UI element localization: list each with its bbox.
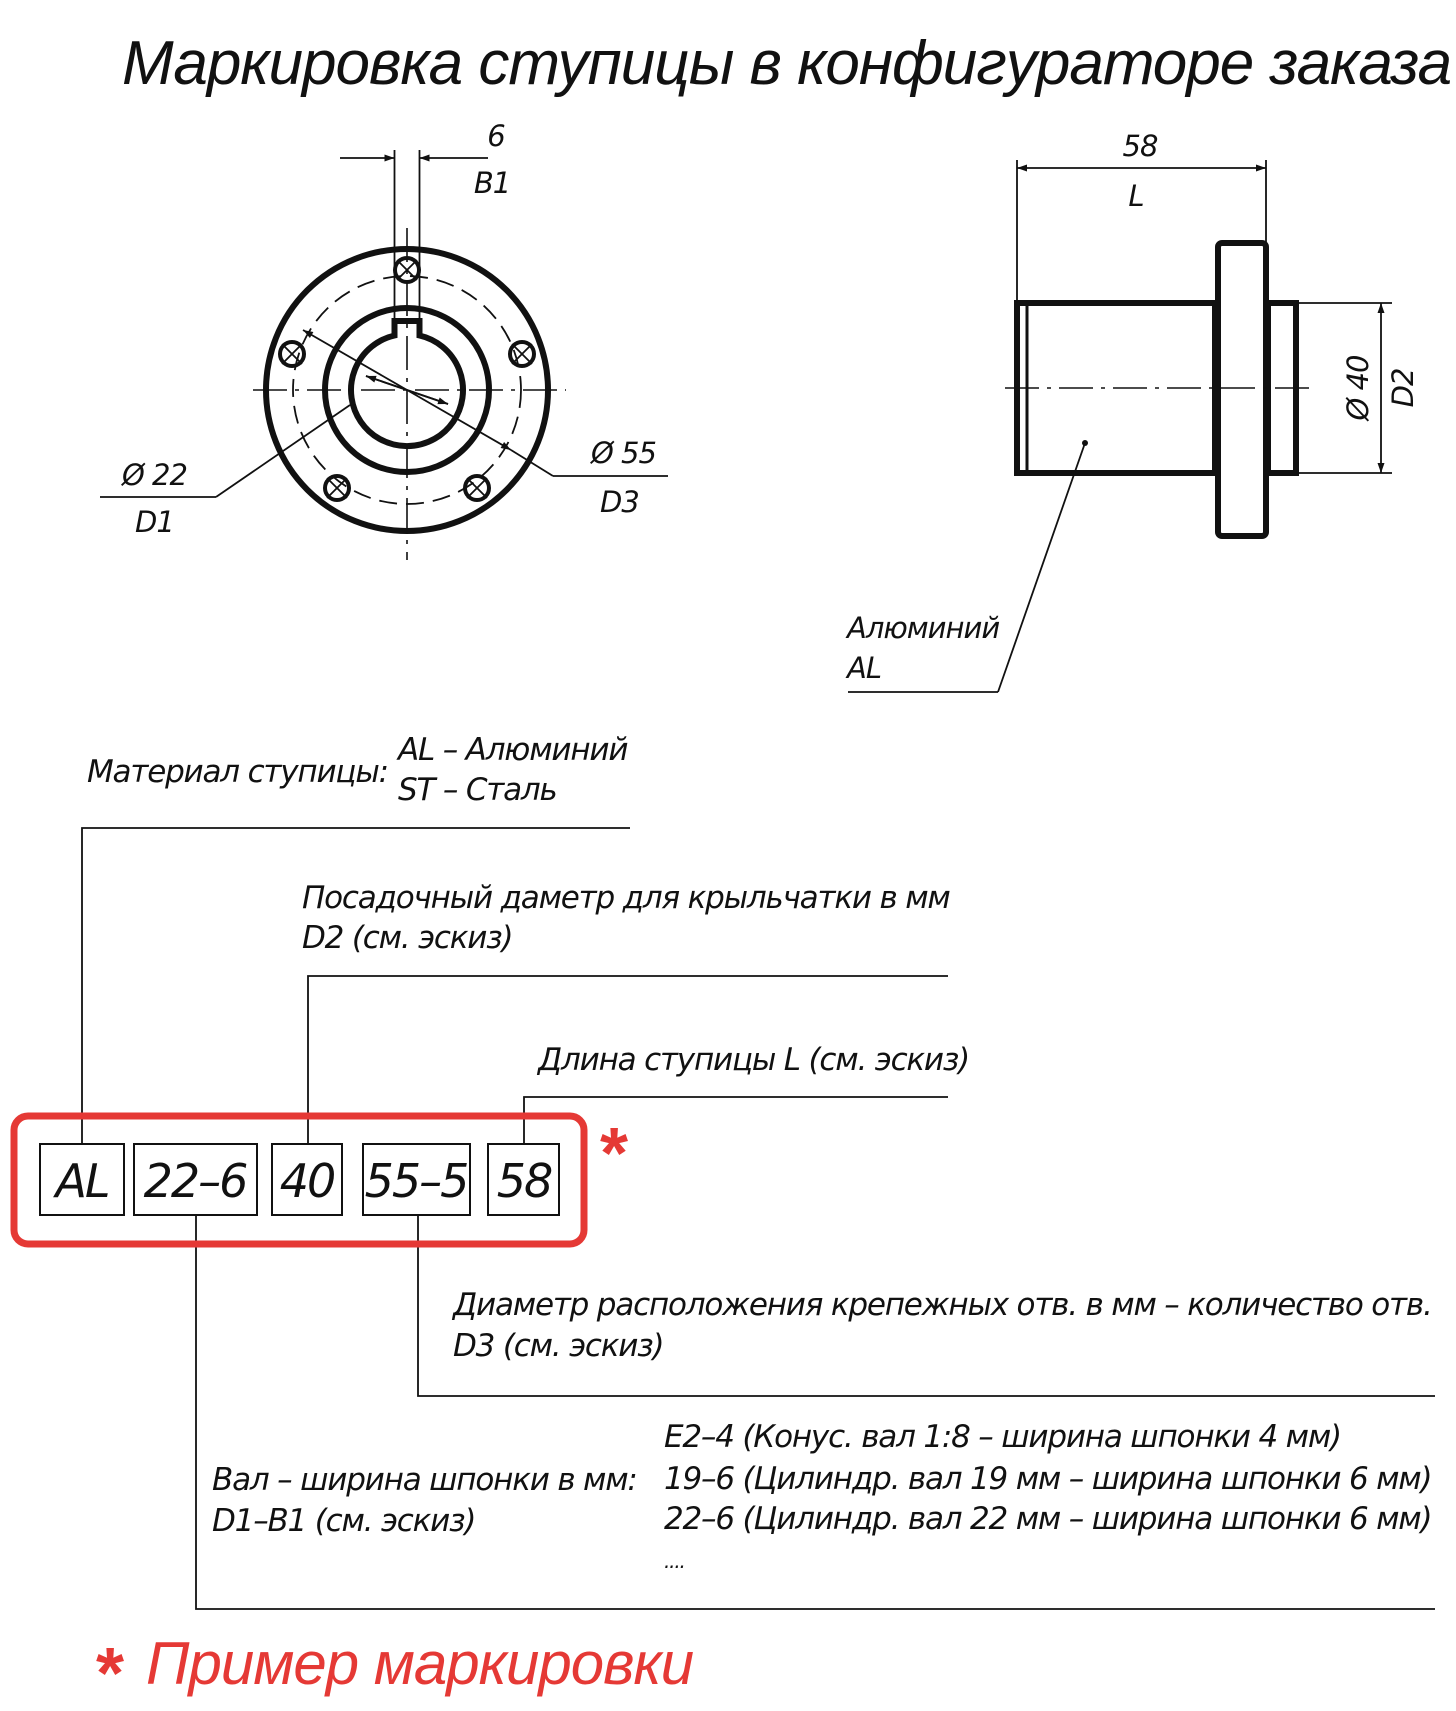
callout-lines xyxy=(81,827,1435,1610)
footnote: * Пример маркировки xyxy=(96,1630,695,1711)
d2-value: Ø 40 xyxy=(1341,356,1375,422)
mount-hole xyxy=(323,474,351,502)
mount-hole xyxy=(463,474,491,502)
shaft-callout-sublabel: D1–B1 (см. эскиз) xyxy=(212,1503,475,1539)
code-asterisk: * xyxy=(600,1114,628,1194)
length-callout: Длина ступицы L (см. эскиз) xyxy=(536,1042,969,1078)
d3-label: D3 xyxy=(600,485,639,519)
footnote-asterisk: * xyxy=(96,1634,124,1711)
callout-texts: Материал ступицы: AL – Алюминий ST – Ста… xyxy=(87,732,1433,1573)
side-view: 58 L Ø 40 D2 Алюминий AL xyxy=(845,129,1420,693)
marking-code: AL 22–6 40 55–5 58 * xyxy=(10,1112,628,1248)
d1-label: D1 xyxy=(135,505,174,539)
code-segment-shaft xyxy=(133,1143,258,1216)
b1-label: B1 xyxy=(474,166,510,200)
shaft-example: 22–6 (Цилиндр. вал 22 мм – ширина шпонки… xyxy=(664,1501,1431,1537)
material-line1: Алюминий xyxy=(845,611,999,645)
shaft-example: 19–6 (Цилиндр. вал 19 мм – ширина шпонки… xyxy=(664,1461,1431,1497)
l-value: 58 xyxy=(1123,129,1158,163)
code-segment-d2 xyxy=(271,1143,343,1216)
code-segment-d3 xyxy=(362,1143,471,1216)
mount-hole xyxy=(508,340,536,368)
material-callout-label: Материал ступицы: xyxy=(87,754,388,790)
d3-callout-line1: Диаметр расположения крепежных отв. в мм… xyxy=(451,1287,1432,1323)
code-segment-text: AL xyxy=(52,1154,108,1208)
code-segment-material xyxy=(39,1143,125,1216)
keyed-bore xyxy=(348,318,466,450)
code-segment-text: 58 xyxy=(497,1154,552,1208)
code-segment-length xyxy=(487,1143,560,1216)
l-label: L xyxy=(1128,179,1143,213)
d3-callout-line2: D3 (см. эскиз) xyxy=(453,1328,663,1364)
d1-value: Ø 22 xyxy=(121,458,187,492)
code-segment-text: 22–6 xyxy=(144,1154,248,1208)
d2-label: D2 xyxy=(1386,369,1420,408)
code-segment-text: 55–5 xyxy=(365,1154,468,1208)
b1-value: 6 xyxy=(487,119,505,153)
flange xyxy=(1215,240,1269,539)
material-line2: AL xyxy=(845,651,881,685)
mount-hole xyxy=(278,340,306,368)
shaft-example-ellipsis: .... xyxy=(664,1549,685,1573)
shaft-callout-label: Вал – ширина шпонки в мм: xyxy=(212,1462,637,1498)
code-highlight-frame xyxy=(10,1112,588,1248)
d3-value: Ø 55 xyxy=(590,436,656,470)
material-option-st: ST – Сталь xyxy=(398,772,557,808)
footnote-text: Пример маркировки xyxy=(146,1630,694,1697)
shaft-example: E2–4 (Конус. вал 1:8 – ширина шпонки 4 м… xyxy=(664,1419,1341,1455)
d2-callout-line1: Посадочный даметр для крыльчатки в мм xyxy=(302,880,950,916)
material-option-al: AL – Алюминий xyxy=(396,732,627,768)
page-title: Маркировка ступицы в конфигураторе заказ… xyxy=(122,29,1451,98)
front-view: 6 B1 Ø 22 D1 Ø 55 D3 xyxy=(100,119,668,560)
d2-callout-line2: D2 (см. эскиз) xyxy=(302,920,512,956)
code-segment-text: 40 xyxy=(280,1154,335,1208)
